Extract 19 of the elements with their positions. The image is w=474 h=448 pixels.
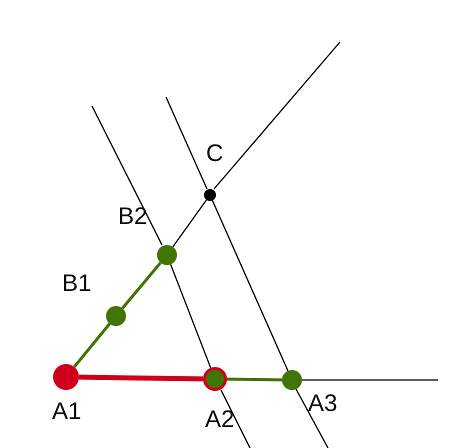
- point-dot: [53, 364, 79, 390]
- point-label: A3: [308, 392, 338, 416]
- point-label: A2: [205, 408, 234, 432]
- line-segment: [170, 264, 212, 368]
- point-label: C: [206, 142, 224, 166]
- point-label: A1: [52, 400, 82, 424]
- point-label: B1: [62, 272, 92, 296]
- point-dot: [204, 189, 216, 201]
- line-segment: [172, 200, 208, 248]
- line-segment: [78, 374, 204, 382]
- line-segment: [212, 200, 289, 372]
- point-dot: [157, 245, 177, 265]
- point-label: B2: [118, 205, 148, 229]
- point-dot: [282, 370, 302, 390]
- point-dot: [203, 367, 227, 391]
- point-dot: [106, 306, 126, 326]
- line-segment: [73, 322, 111, 368]
- line-segment: [226, 378, 282, 382]
- line-segment: [121, 262, 162, 310]
